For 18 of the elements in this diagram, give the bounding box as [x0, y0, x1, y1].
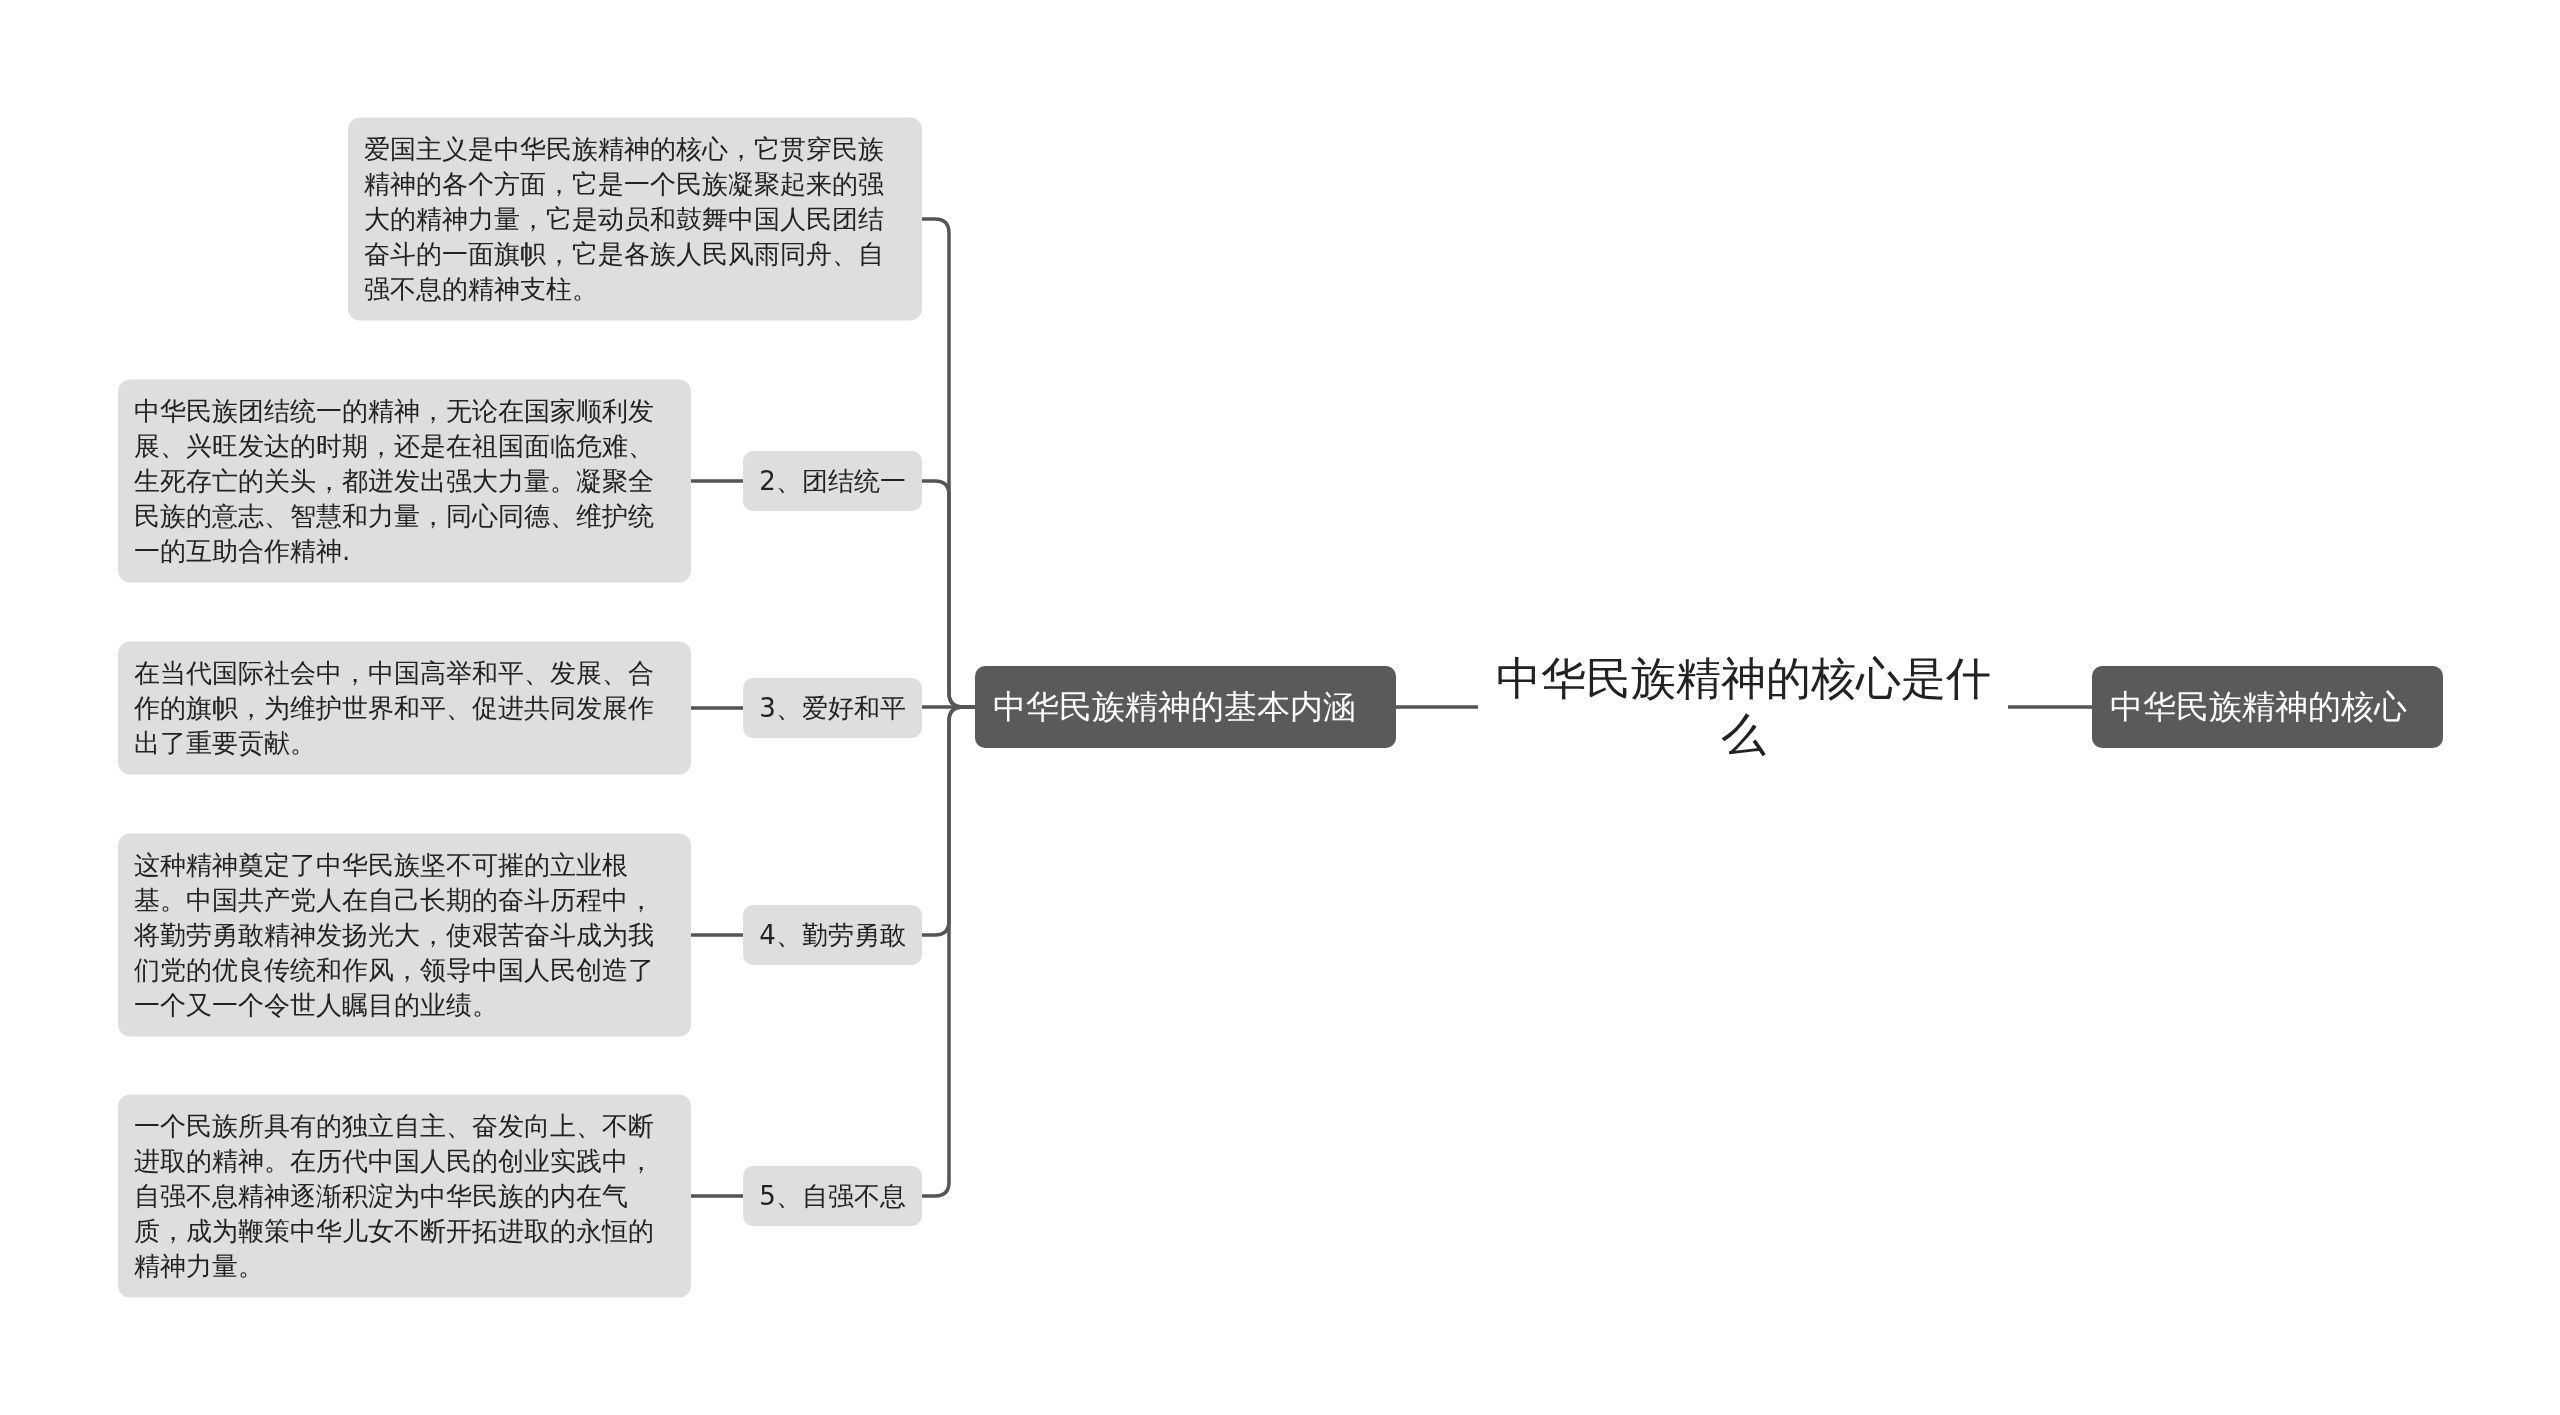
- connector-line: [691, 706, 743, 710]
- text-box: 在当代国际社会中，中国高举和平、发展、合作的旗帜，为维护世界和平、促进共同发展作出了重要贡献。: [118, 641, 691, 775]
- branch-box: 5、自强不息: [743, 1166, 922, 1226]
- text-box: 这种精神奠定了中华民族坚不可摧的立业根基。中国共产党人在自己长期的奋斗历程中，将勤劳勇敢精神发扬光大，使艰苦奋斗成为我们党的优良传统和作风，领导中国人民创造了一个又一个令世人瞩目的业绩。: [118, 833, 691, 1037]
- connector-line: [922, 705, 975, 1198]
- connector-line: [1396, 705, 1478, 709]
- branch-box: 3、爱好和平: [743, 678, 922, 738]
- topic-box: 中华民族精神的核心: [2092, 666, 2443, 748]
- connector-line: [691, 479, 743, 483]
- branch-box: 4、勤劳勇敢: [743, 905, 922, 965]
- text-box: 爱国主义是中华民族精神的核心，它贯穿民族精神的各个方面，它是一个民族凝聚起来的强大的精神力量，它是动员和鼓舞中国人民团结奋斗的一面旗帜，它是各族人民风雨同舟、自强不息的精神支柱。: [348, 117, 922, 321]
- connector-line: [691, 1194, 743, 1198]
- connector-line: [2008, 705, 2092, 709]
- branch-box: 2、团结统一: [743, 451, 922, 511]
- text-box: 中华民族团结统一的精神，无论在国家顺利发展、兴旺发达的时期，还是在祖国面临危难、生死存亡的关头，都迸发出强大力量。凝聚全民族的意志、智慧和力量，同心同德、维护统一的互助合作精神.: [118, 379, 691, 583]
- connector-line: [691, 933, 743, 937]
- topic-box: 中华民族精神的基本内涵: [975, 666, 1396, 748]
- text-box: 一个民族所具有的独立自主、奋发向上、不断进取的精神。在历代中国人民的创业实践中，自强不息精神逐渐积淀为中华民族的内在气质，成为鞭策中华儿女不断开拓进取的永恒的精神力量。: [118, 1094, 691, 1298]
